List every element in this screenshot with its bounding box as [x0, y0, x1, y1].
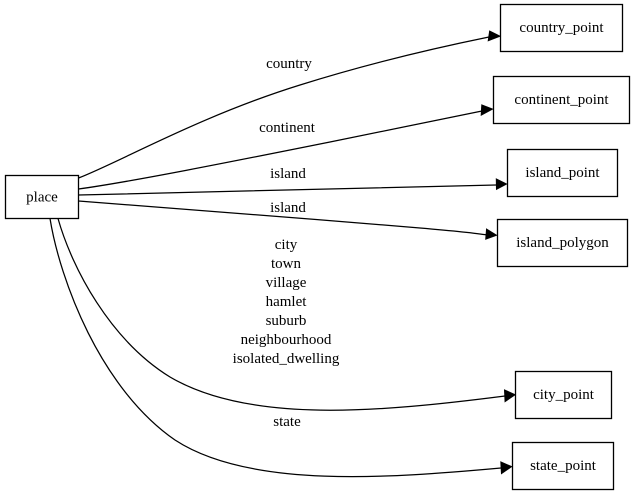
edge-place-to-island-polygon[interactable] — [78, 200, 498, 240]
arrowhead-country — [487, 30, 502, 42]
edge-label-line-town: town — [271, 256, 302, 272]
node-city-point[interactable]: city_point — [514, 370, 613, 420]
arrowhead-island-point — [495, 178, 508, 191]
arrowhead-island-polygon — [485, 228, 498, 240]
edge-label-island-polygon: island — [270, 200, 306, 216]
nodes-layer: place country_point continent_point isla… — [4, 3, 631, 491]
edge-label-country: country — [266, 56, 312, 72]
node-city-point-box — [514, 370, 613, 420]
edge-place-to-continent-point[interactable] — [78, 104, 494, 190]
edge-label-city-point: city town village hamlet suburb neighbou… — [233, 237, 340, 367]
edge-label-state-point: state — [273, 414, 301, 430]
node-island-point-box — [506, 148, 619, 198]
node-place-label: place — [26, 189, 58, 205]
edge-label-line-village: village — [266, 275, 307, 291]
arrowhead-state-point — [500, 461, 513, 475]
node-island-polygon-label: island_polygon — [516, 235, 609, 251]
edge-path-state-point — [49, 218, 502, 478]
edge-path-island-polygon — [78, 200, 488, 236]
edge-path-island-point — [78, 184, 497, 196]
edge-label-line-hamlet: hamlet — [266, 294, 308, 310]
edge-path-city-point — [57, 218, 506, 411]
edge-place-to-island-point[interactable] — [78, 178, 508, 196]
edge-label-line-isolated-dwelling: isolated_dwelling — [233, 351, 340, 367]
node-state-point-label: state_point — [530, 458, 597, 474]
node-island-point-label: island_point — [525, 165, 600, 181]
node-continent-point-label: continent_point — [514, 92, 609, 108]
edge-place-to-city-point[interactable] — [57, 218, 517, 411]
node-country-point[interactable]: country_point — [499, 3, 624, 53]
edge-label-line-suburb: suburb — [266, 313, 307, 329]
node-country-point-box — [499, 3, 624, 53]
edge-label-line-city: city — [275, 237, 298, 253]
edge-labels-layer: country continent island island city tow… — [233, 56, 340, 430]
node-island-polygon-box — [496, 218, 629, 268]
node-place-box — [4, 174, 80, 220]
edge-path-continent — [78, 110, 483, 190]
edge-label-continent: continent — [259, 120, 316, 136]
node-continent-point[interactable]: continent_point — [492, 75, 631, 125]
node-island-polygon[interactable]: island_polygon — [496, 218, 629, 268]
edges-layer — [49, 30, 517, 478]
node-continent-point-box — [492, 75, 631, 125]
edge-path-country — [78, 36, 490, 179]
node-island-point[interactable]: island_point — [506, 148, 619, 198]
node-city-point-label: city_point — [533, 387, 595, 403]
edge-place-to-country-point[interactable] — [78, 30, 502, 179]
node-place[interactable]: place — [4, 174, 80, 220]
node-state-point[interactable]: state_point — [511, 441, 615, 491]
arrowhead-city-point — [503, 389, 517, 403]
edge-label-line-neighbourhood: neighbourhood — [241, 332, 332, 348]
node-country-point-label: country_point — [519, 20, 604, 36]
edge-place-to-state-point[interactable] — [49, 218, 513, 478]
edge-label-island-point: island — [270, 166, 306, 182]
arrowhead-continent — [480, 104, 494, 117]
node-state-point-box — [511, 441, 615, 491]
